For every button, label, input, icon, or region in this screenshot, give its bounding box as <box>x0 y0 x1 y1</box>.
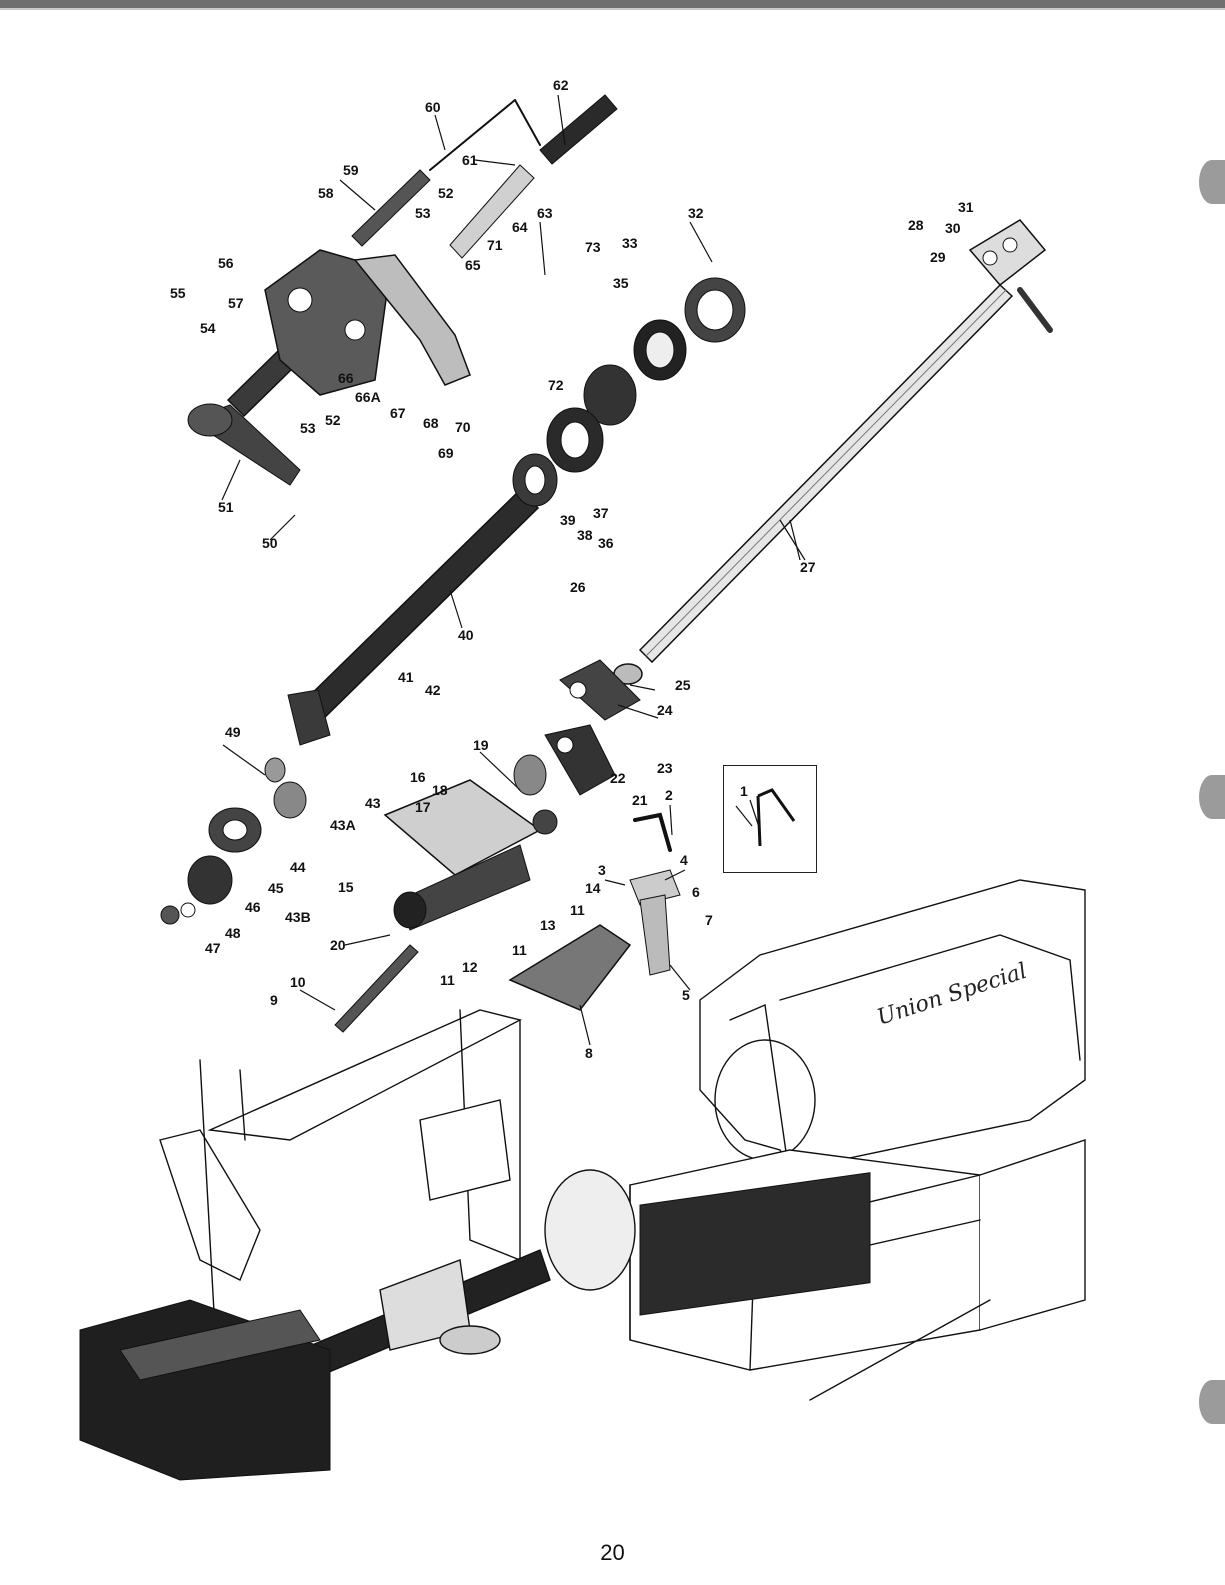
callout-13: 13 <box>540 917 556 933</box>
callout-59: 59 <box>343 162 359 178</box>
callout-27: 27 <box>800 559 816 575</box>
callout-43A: 43A <box>330 817 356 833</box>
callout-11a: 11 <box>440 972 455 988</box>
callout-28: 28 <box>908 217 924 233</box>
callout-52b: 52 <box>325 412 341 428</box>
page-number: 20 <box>0 1540 1225 1566</box>
callout-47: 47 <box>205 940 221 956</box>
callout-56: 56 <box>218 255 234 271</box>
callout-43B: 43B <box>285 909 311 925</box>
shaft-62 <box>540 95 617 164</box>
callout-31: 31 <box>958 199 974 215</box>
callout-15: 15 <box>338 879 354 895</box>
machine-body <box>630 880 1085 1400</box>
callout-35: 35 <box>613 275 629 291</box>
callout-21: 21 <box>632 792 648 808</box>
parts-2-7 <box>630 815 680 975</box>
callout-16: 16 <box>410 769 426 785</box>
callout-43: 43 <box>365 795 381 811</box>
callout-40: 40 <box>458 627 474 643</box>
callout-65: 65 <box>465 257 481 273</box>
callout-6: 6 <box>692 884 700 900</box>
collar-45 <box>161 758 306 924</box>
callout-2: 2 <box>665 787 673 803</box>
callout-41: 41 <box>398 669 414 685</box>
callout-60: 60 <box>425 99 441 115</box>
callout-3: 3 <box>598 862 606 878</box>
callout-66A: 66A <box>355 389 381 405</box>
callout-54: 54 <box>200 320 216 336</box>
callout-50: 50 <box>262 535 278 551</box>
callout-57: 57 <box>228 295 244 311</box>
callout-29: 29 <box>930 249 946 265</box>
callout-4: 4 <box>680 852 688 868</box>
callout-18: 18 <box>432 782 448 798</box>
callout-44: 44 <box>290 859 306 875</box>
callout-17: 17 <box>415 799 431 815</box>
callout-7: 7 <box>705 912 713 928</box>
callout-9: 9 <box>270 992 278 1008</box>
callout-14: 14 <box>585 880 601 896</box>
callout-64: 64 <box>512 219 528 235</box>
linkage-mechanism <box>80 1300 330 1480</box>
callout-53b: 53 <box>300 420 316 436</box>
callout-38: 38 <box>577 527 593 543</box>
inset-part-drawing <box>724 766 816 872</box>
callout-24: 24 <box>657 702 673 718</box>
callout-26: 26 <box>570 579 586 595</box>
callout-19: 19 <box>473 737 489 753</box>
callout-22: 22 <box>610 770 626 786</box>
callout-53a: 53 <box>415 205 431 221</box>
callout-11c: 11 <box>570 902 585 918</box>
callout-67: 67 <box>390 405 406 421</box>
callout-73: 73 <box>585 239 601 255</box>
callout-42: 42 <box>425 682 441 698</box>
shaft-40 <box>288 490 538 745</box>
callout-72: 72 <box>548 377 564 393</box>
callout-10: 10 <box>290 974 306 990</box>
callout-labels: 1 2 3 4 5 6 7 8 9 10 11 11 11 12 13 14 1… <box>170 77 974 1061</box>
callout-68: 68 <box>423 415 439 431</box>
callout-62: 62 <box>553 77 569 93</box>
callout-25: 25 <box>675 677 691 693</box>
callout-39: 39 <box>560 512 576 528</box>
callout-20: 20 <box>330 937 346 953</box>
callout-46: 46 <box>245 899 261 915</box>
callout-37: 37 <box>593 505 609 521</box>
callout-12: 12 <box>462 959 478 975</box>
callout-63: 63 <box>537 205 553 221</box>
callout-36: 36 <box>598 535 614 551</box>
callout-8: 8 <box>585 1045 593 1061</box>
callout-58: 58 <box>318 185 334 201</box>
bracket-15 <box>385 780 557 930</box>
detail-inset-box <box>723 765 817 873</box>
callout-11b: 11 <box>512 942 527 958</box>
guard-8 <box>510 925 630 1010</box>
callout-45: 45 <box>268 880 284 896</box>
leader-arrows <box>222 95 805 1045</box>
callout-48: 48 <box>225 925 241 941</box>
callout-71: 71 <box>487 237 503 253</box>
callout-66: 66 <box>338 370 354 386</box>
callout-51: 51 <box>218 499 234 515</box>
callout-52a: 52 <box>438 185 454 201</box>
callout-30: 30 <box>945 220 961 236</box>
callout-33: 33 <box>622 235 638 251</box>
callout-32: 32 <box>688 205 704 221</box>
callout-55: 55 <box>170 285 186 301</box>
callout-23: 23 <box>657 760 673 776</box>
callout-49: 49 <box>225 724 241 740</box>
callout-69: 69 <box>438 445 454 461</box>
callout-70: 70 <box>455 419 471 435</box>
shaft-20 <box>335 945 418 1032</box>
